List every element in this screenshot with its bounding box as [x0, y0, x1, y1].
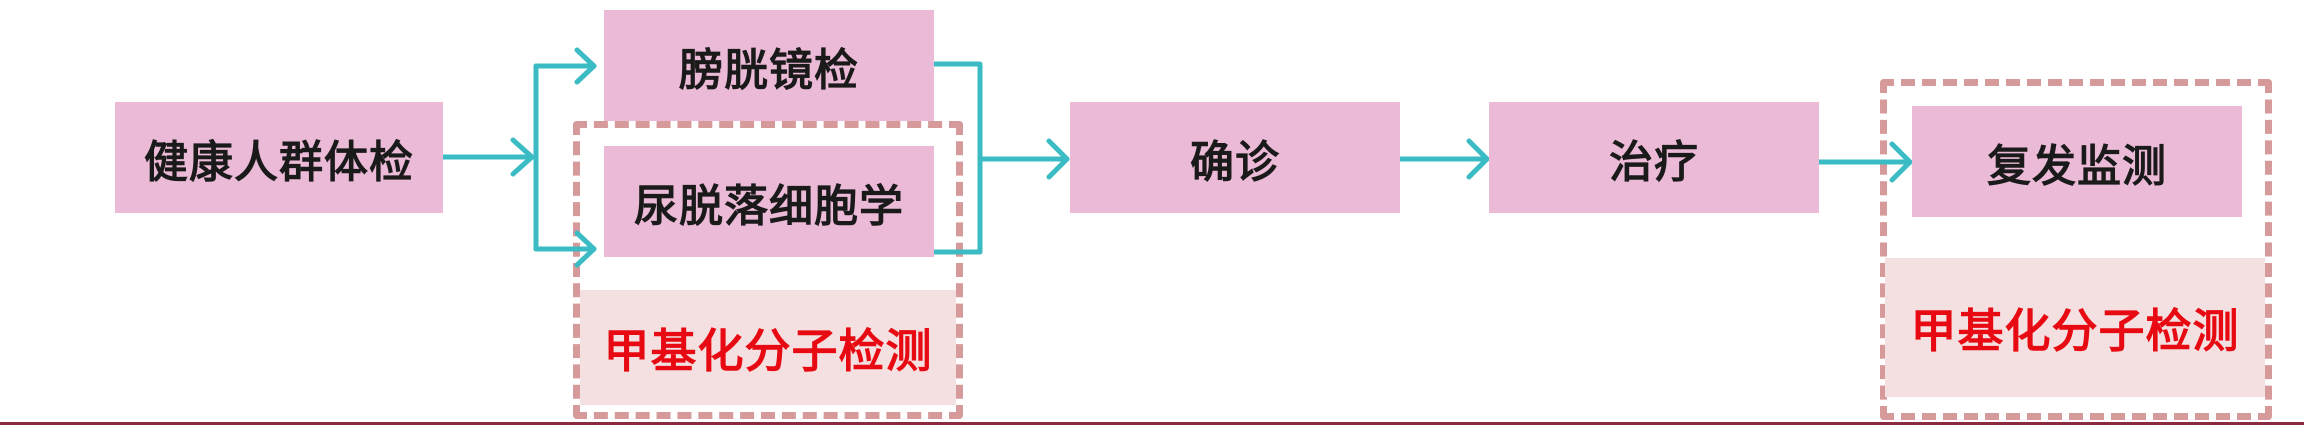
screening-highlight-frame	[573, 121, 963, 419]
node-relapse-monitoring: 复发监测	[1912, 106, 2242, 217]
arrowhead-diagnosis-to-treatment	[1466, 138, 1490, 180]
node-methylation-screening: 甲基化分子检测	[580, 290, 956, 405]
node-urine-cytology: 尿脱落细胞学	[604, 146, 934, 257]
node-methylation-monitoring: 甲基化分子检测	[1885, 258, 2265, 397]
node-cystoscopy: 膀胱镜检	[604, 10, 934, 121]
arrowhead-split-to-cytology	[574, 230, 597, 268]
bottom-rule	[0, 422, 2304, 425]
arrowhead-treatment-to-monitoring	[1889, 141, 1913, 183]
arrowhead-health-to-split	[510, 137, 535, 177]
node-treatment: 治疗	[1489, 102, 1819, 213]
node-diagnosis: 确诊	[1070, 102, 1400, 213]
monitoring-highlight-frame	[1880, 79, 2272, 420]
node-health-check: 健康人群体检	[115, 102, 443, 213]
arrowhead-split-to-cystoscopy	[574, 47, 597, 85]
arrowhead-merge-to-diagnosis	[1046, 138, 1070, 180]
merge-line	[931, 61, 983, 255]
